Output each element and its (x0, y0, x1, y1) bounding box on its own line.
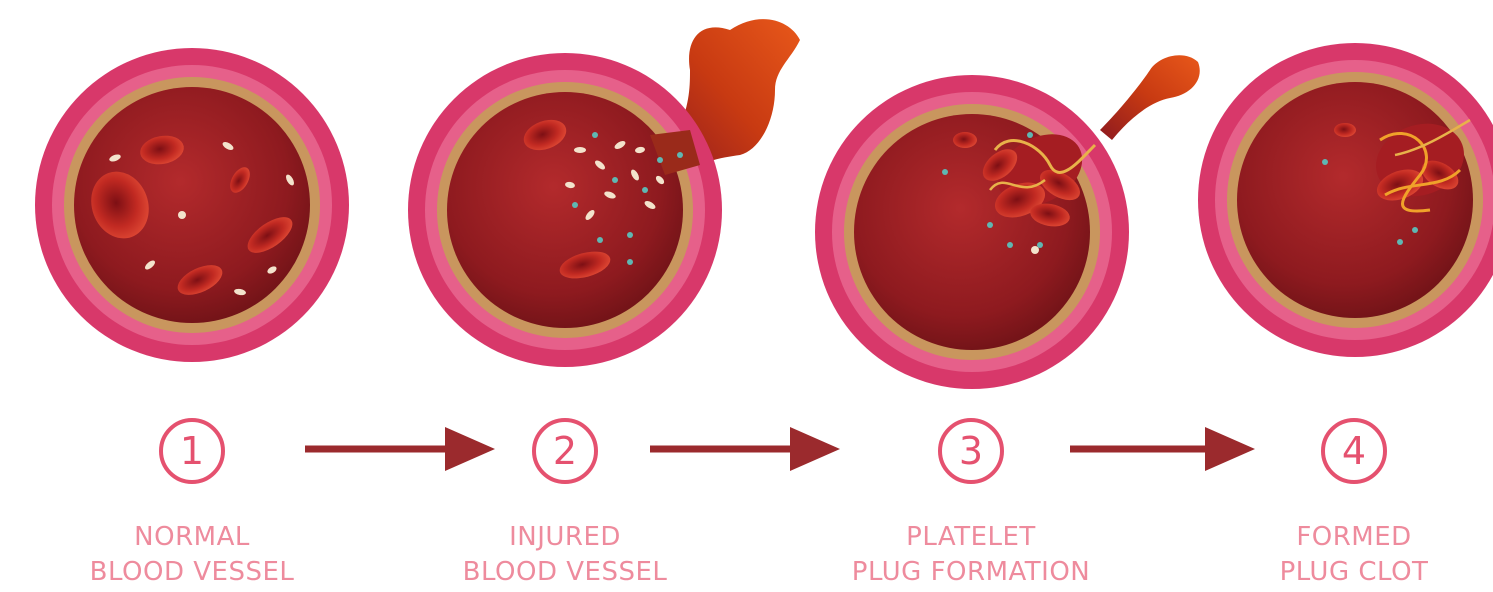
step-label-1-line2: BLOOD VESSEL (52, 555, 332, 590)
step-label-4-line1: FORMED (1214, 520, 1493, 555)
step-label-1-line1: NORMAL (52, 520, 332, 555)
vessel-formed-clot (1198, 43, 1493, 357)
step-label-2: INJURED BLOOD VESSEL (425, 520, 705, 590)
blood-spill (1100, 55, 1200, 140)
step-number-4: 4 (1321, 418, 1387, 484)
step-label-3-line1: PLATELET (831, 520, 1111, 555)
step-label-4-line2: PLUG CLOT (1214, 555, 1493, 590)
arrow-3-to-4 (1070, 427, 1255, 471)
step-label-2-line1: INJURED (425, 520, 705, 555)
vessel-platelet-plug (815, 55, 1200, 389)
vessel-normal (35, 48, 349, 362)
arrow-1-to-2 (305, 427, 495, 471)
process-arrows (305, 427, 1255, 471)
step-label-4: FORMED PLUG CLOT (1214, 520, 1493, 590)
step-number-1: 1 (159, 418, 225, 484)
step-label-3-line2: PLUG FORMATION (831, 555, 1111, 590)
arrow-2-to-3 (650, 427, 840, 471)
step-label-3: PLATELET PLUG FORMATION (831, 520, 1111, 590)
step-number-3: 3 (938, 418, 1004, 484)
step-label-2-line2: BLOOD VESSEL (425, 555, 705, 590)
step-label-1: NORMAL BLOOD VESSEL (52, 520, 332, 590)
vessel-injured (408, 19, 800, 367)
step-number-2: 2 (532, 418, 598, 484)
